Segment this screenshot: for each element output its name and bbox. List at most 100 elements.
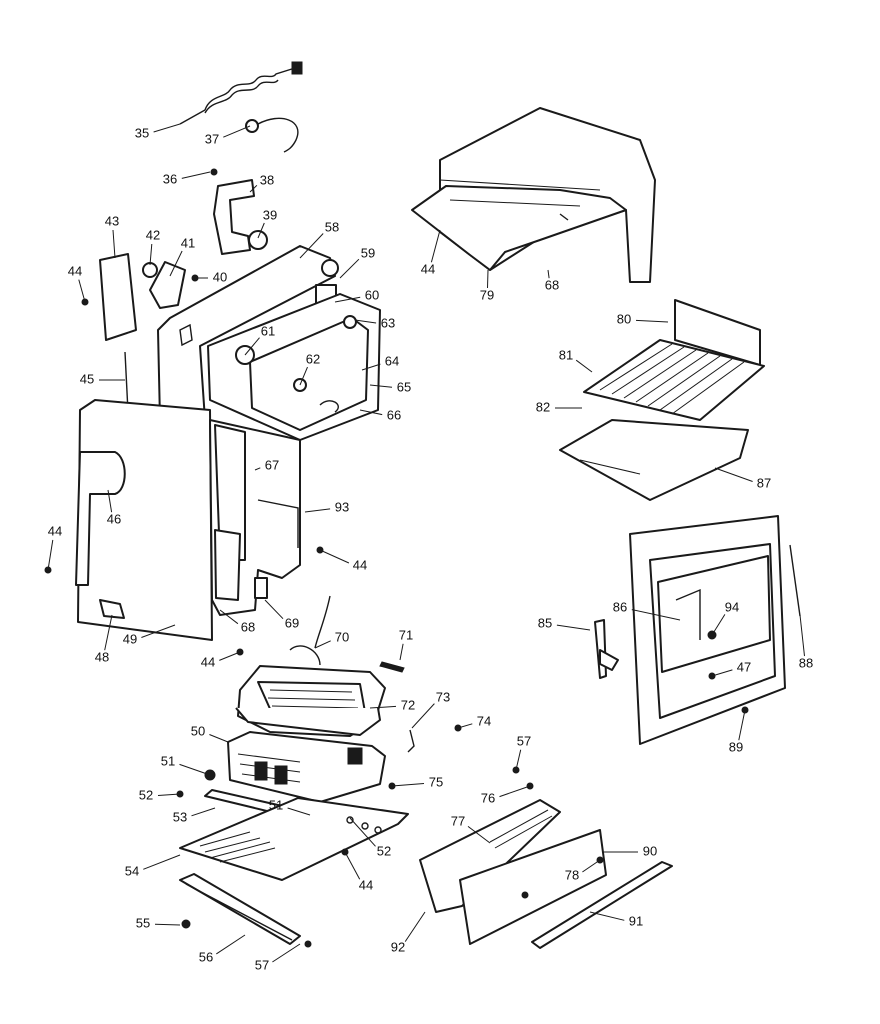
leader-c41 [169, 250, 183, 277]
callout-c73: 73 [436, 689, 450, 704]
callout-c80: 80 [617, 311, 631, 326]
leader-c56 [216, 934, 246, 955]
callout-c89: 89 [729, 739, 743, 754]
leader-c73 [411, 703, 435, 729]
leader-c69 [264, 599, 284, 620]
callout-c44d: 44 [201, 654, 215, 669]
drawer [419, 799, 673, 949]
leader-c38 [249, 184, 258, 193]
leader-c81 [575, 359, 593, 373]
small-fasteners [407, 724, 534, 790]
callout-c56: 56 [199, 949, 213, 964]
callout-c59: 59 [361, 245, 375, 260]
callout-c46: 46 [107, 511, 121, 526]
callout-c54: 54 [125, 863, 139, 878]
leader-c76 [499, 785, 531, 798]
callout-c44a: 44 [68, 263, 82, 278]
callout-leaders [47, 123, 805, 963]
callout-c69: 69 [285, 615, 299, 630]
callout-c62: 62 [306, 351, 320, 366]
callout-c49: 49 [123, 631, 137, 646]
leader-c77 [467, 826, 491, 844]
callout-c57a: 57 [255, 957, 269, 972]
callout-c76: 76 [481, 790, 495, 805]
leader-c72 [369, 705, 397, 709]
callout-c44c: 44 [353, 557, 367, 572]
leader-c85 [556, 624, 591, 631]
leader-c36a [181, 171, 211, 179]
leader-c68b [547, 269, 550, 279]
oven-liner [207, 293, 381, 441]
callout-c53: 53 [173, 809, 187, 824]
power-cord [179, 61, 303, 153]
callout-c57b: 57 [517, 733, 531, 748]
leader-c64 [361, 363, 381, 371]
callout-c79: 79 [480, 287, 494, 302]
callout-c40: 40 [213, 269, 227, 284]
leader-c74 [457, 723, 473, 729]
leader-c86 [631, 609, 681, 621]
callout-c72: 72 [401, 697, 415, 712]
callout-c94: 94 [725, 599, 739, 614]
callout-c68a: 68 [241, 619, 255, 634]
callout-c75: 75 [429, 774, 443, 789]
callout-c35a: 35 [135, 125, 149, 140]
leader-c48 [104, 614, 113, 651]
callout-c82: 82 [536, 399, 550, 414]
burner-assembly [235, 595, 405, 737]
leader-c54 [143, 854, 181, 870]
leader-c75 [391, 783, 425, 787]
leader-c58 [299, 233, 324, 259]
leader-c60 [334, 296, 361, 303]
leader-c44c [319, 549, 350, 564]
callout-c52b: 52 [377, 843, 391, 858]
callout-c86: 86 [613, 599, 627, 614]
callout-c36a: 36 [163, 171, 177, 186]
callout-c47: 47 [737, 659, 751, 674]
leader-c52b [349, 817, 376, 847]
callout-c51b: 51 [269, 797, 283, 812]
callout-c44b: 44 [48, 523, 62, 538]
leader-c43 [112, 229, 116, 259]
callout-c52a: 52 [139, 787, 153, 802]
callout-c61: 61 [261, 323, 275, 338]
leader-c93 [304, 508, 331, 513]
leader-c89 [738, 709, 746, 741]
leader-c71 [399, 643, 404, 661]
leader-c63 [354, 319, 377, 324]
leader-c59 [339, 258, 360, 279]
leader-c44d [219, 651, 241, 661]
leader-c65 [369, 384, 393, 388]
callout-c43: 43 [105, 213, 119, 228]
callout-c87: 87 [757, 475, 771, 490]
callout-c45: 45 [80, 371, 94, 386]
callout-c66: 66 [387, 407, 401, 422]
oven-rack [559, 299, 765, 501]
leader-c49 [141, 624, 176, 638]
callout-c71: 71 [399, 627, 413, 642]
leader-c91 [589, 911, 625, 921]
leader-c87 [714, 467, 753, 482]
callout-c41: 41 [181, 235, 195, 250]
leader-c66 [359, 409, 383, 416]
callout-c81: 81 [559, 347, 573, 362]
leader-c42 [149, 243, 153, 266]
leader-c46 [107, 489, 113, 513]
bracket-38 [210, 168, 268, 255]
leader-c44e [344, 851, 361, 880]
leader-c53 [191, 807, 216, 817]
leader-c68a [219, 609, 239, 625]
callout-c39: 39 [263, 207, 277, 222]
right-side-panel [209, 419, 324, 616]
leader-c92 [404, 911, 426, 942]
leader-c44a [78, 279, 86, 303]
leader-c55 [154, 923, 181, 926]
callout-c68b: 68 [545, 277, 559, 292]
callout-c42: 42 [146, 227, 160, 242]
callout-c48: 48 [95, 649, 109, 664]
leader-c57a [272, 943, 301, 963]
leader-c52a [157, 793, 181, 796]
leader-c44f [430, 229, 441, 263]
